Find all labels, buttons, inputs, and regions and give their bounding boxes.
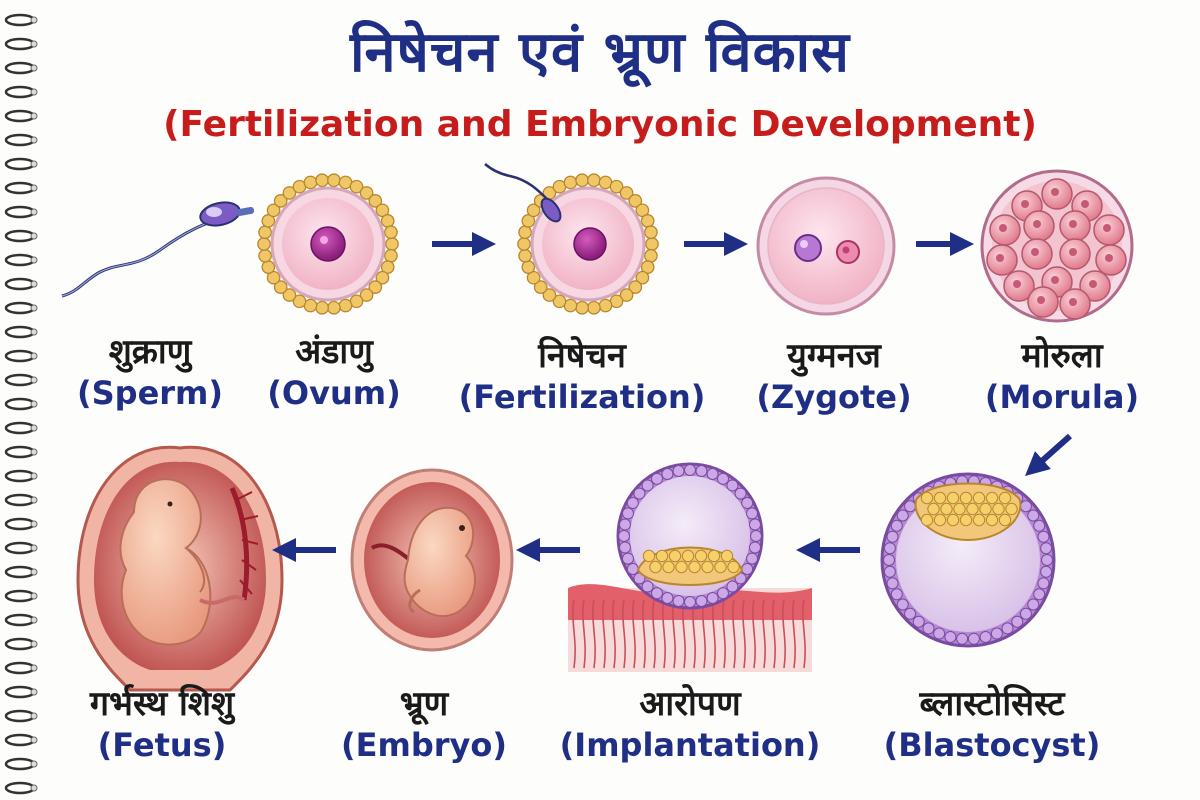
fetus-illustration: [76, 445, 284, 692]
label-morula-english: (Morula): [984, 378, 1140, 416]
label-zygote-hindi: युग्मनज: [787, 336, 881, 376]
morula-illustration: [980, 169, 1134, 323]
blastocyst-illustration: [880, 472, 1056, 648]
sperm-illustration: [61, 201, 255, 298]
label-implantation-hindi: आरोपण: [639, 684, 741, 724]
label-embryo-hindi: भ्रूण: [399, 684, 449, 724]
label-fetus-hindi: गर्भस्थ शिशु: [89, 684, 235, 724]
label-fertilization-hindi: निषेचन: [538, 336, 626, 376]
label-blastocyst: ब्लास्टोसिस्ट (Blastocyst): [884, 684, 1101, 766]
fertilization-illustration: [484, 163, 659, 315]
label-implantation: आरोपण (Implantation): [560, 684, 821, 766]
arrow-morula-to-blastocyst: [1025, 433, 1072, 476]
label-fetus-english: (Fetus): [97, 726, 227, 764]
ovum-illustration: [257, 173, 399, 315]
label-zygote: युग्मनज (Zygote): [756, 336, 911, 418]
label-blastocyst-hindi: ब्लास्टोसिस्ट: [919, 684, 1065, 724]
zygote-illustration: [756, 176, 896, 316]
label-embryo-english: (Embryo): [341, 726, 507, 764]
embryo-illustration: [350, 468, 514, 652]
spiral-binding: [4, 13, 38, 795]
title-hindi: निषेचन एवं भ्रूण विकास: [349, 20, 851, 85]
implantation-illustration: [568, 462, 812, 672]
label-embryo: भ्रूण (Embryo): [341, 684, 507, 766]
flow-arrows: [272, 232, 1072, 562]
label-implantation-english: (Implantation): [559, 726, 821, 764]
label-sperm-hindi: शुक्राणु: [108, 332, 192, 372]
label-sperm-english: (Sperm): [76, 374, 224, 412]
label-zygote-english: (Zygote): [756, 378, 912, 416]
label-ovum: अंडाणु (Ovum): [267, 332, 400, 414]
label-morula: मोरुला (Morula): [985, 336, 1139, 418]
label-sperm: शुक्राणु (Sperm): [77, 332, 223, 414]
label-blastocyst-english: (Blastocyst): [883, 726, 1101, 764]
label-fertilization-english: (Fertilization): [458, 378, 706, 416]
title-english: (Fertilization and Embryonic Development…: [163, 104, 1037, 145]
label-fetus: गर्भस्थ शिशु (Fetus): [90, 684, 234, 766]
label-ovum-english: (Ovum): [267, 374, 401, 412]
label-ovum-hindi: अंडाणु: [295, 332, 373, 372]
label-fertilization: निषेचन (Fertilization): [459, 336, 706, 418]
label-morula-hindi: मोरुला: [1021, 336, 1103, 376]
